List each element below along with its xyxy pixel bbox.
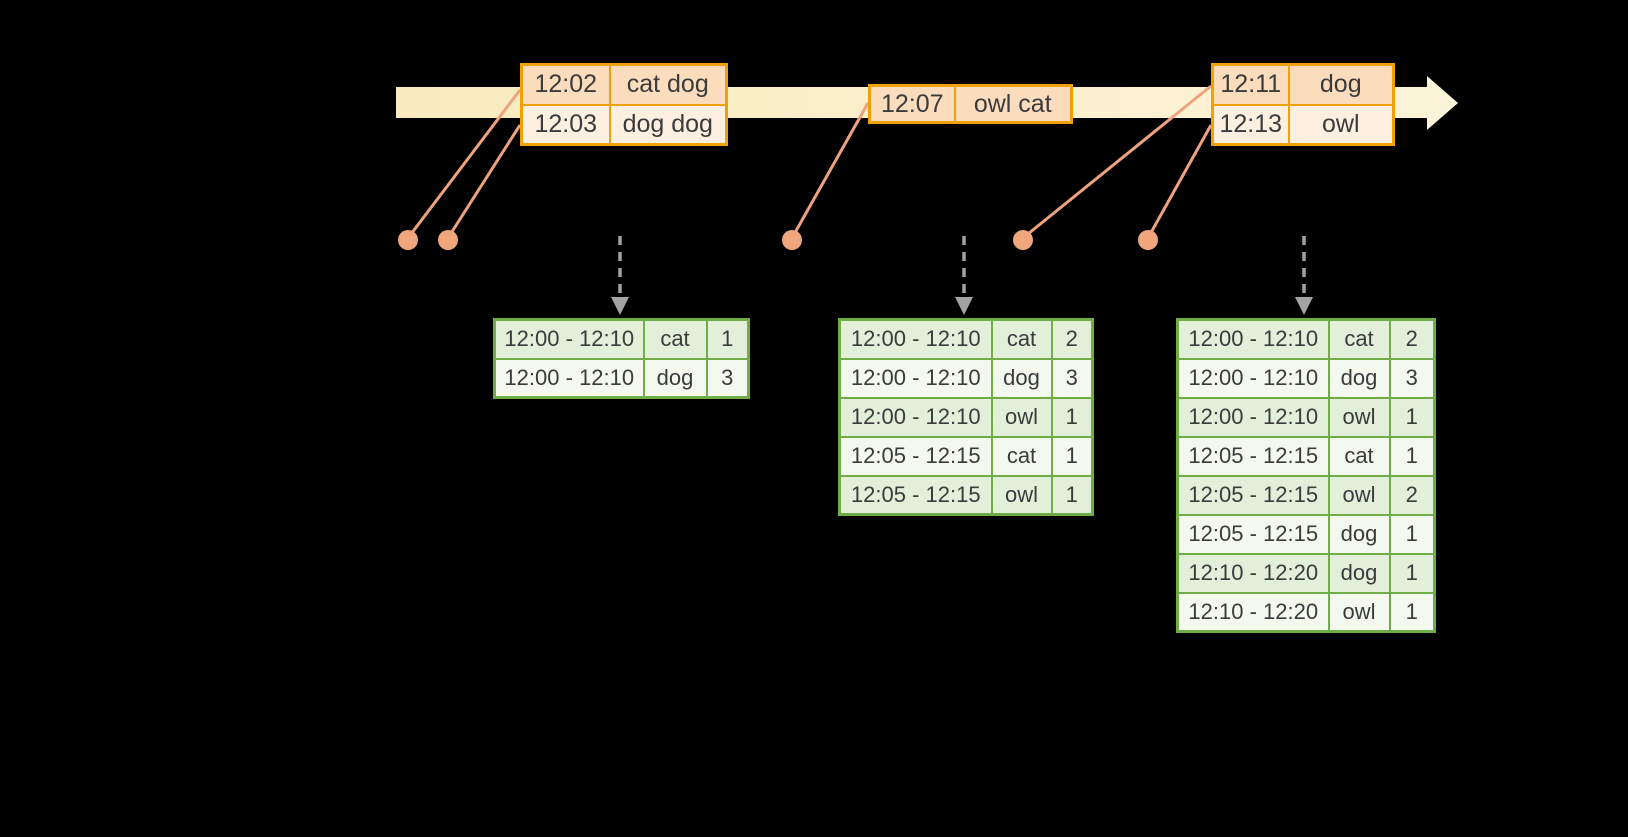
word-cell: cat [990,435,1053,477]
count-cell: 1 [1388,435,1436,477]
result-row: 12:00 - 12:10 dog 3 [493,357,750,399]
word-cell: cat [1327,435,1391,477]
word-cell: cat [642,318,708,360]
count-cell: 1 [1050,396,1094,438]
window-cell: 12:10 - 12:20 [1176,591,1330,633]
word-cell: dog [1327,357,1391,399]
event-row: 12:03 dog dog [520,103,728,146]
count-cell: 2 [1388,318,1436,360]
count-cell: 3 [1050,357,1094,399]
event-words-cell: dog dog [608,103,728,146]
event-connector-line [406,89,522,239]
result-row: 12:00 - 12:10 cat 1 [493,318,750,360]
window-cell: 12:00 - 12:10 [493,357,645,399]
trigger-arrow [1295,236,1313,315]
trigger-arrow [955,236,973,315]
count-cell: 3 [1388,357,1436,399]
count-cell: 1 [1388,513,1436,555]
word-cell: dog [990,357,1053,399]
event-table-3: 12:11 dog 12:13 owl [1211,63,1395,146]
window-cell: 12:00 - 12:10 [838,318,993,360]
count-cell: 1 [705,318,750,360]
event-row: 12:02 cat dog [520,63,728,106]
event-time-dot [782,230,802,250]
event-time-dot [438,230,458,250]
event-connector-line [1146,124,1213,239]
event-time-dot [398,230,418,250]
event-time-dot [1138,230,1158,250]
window-cell: 12:10 - 12:20 [1176,552,1330,594]
event-connector-line [1022,84,1212,240]
word-cell: owl [1327,396,1391,438]
event-table-2: 12:07 owl cat [868,84,1073,124]
event-words-cell: cat dog [608,63,728,106]
count-cell: 1 [1388,552,1436,594]
window-cell: 12:05 - 12:15 [1176,513,1330,555]
window-cell: 12:00 - 12:10 [1176,318,1330,360]
result-row: 12:00 - 12:10 dog 3 [838,357,1094,399]
event-time-cell: 12:07 [868,84,956,124]
result-row: 12:10 - 12:20 owl 1 [1176,591,1436,633]
result-row: 12:05 - 12:15 owl 2 [1176,474,1436,516]
event-time-cell: 12:02 [520,63,611,106]
event-time-cell: 12:13 [1211,103,1290,146]
result-row: 12:05 - 12:15 cat 1 [838,435,1094,477]
event-words-cell: owl cat [953,84,1073,124]
count-cell: 1 [1050,474,1094,516]
count-cell: 3 [705,357,750,399]
result-row: 12:00 - 12:10 cat 2 [1176,318,1436,360]
trigger-arrow-head-icon [1295,297,1313,315]
word-cell: dog [1327,552,1391,594]
result-row: 12:10 - 12:20 dog 1 [1176,552,1436,594]
event-row: 12:11 dog [1211,63,1395,106]
window-cell: 12:05 - 12:15 [838,435,993,477]
window-cell: 12:05 - 12:15 [838,474,993,516]
count-cell: 1 [1050,435,1094,477]
word-cell: cat [1327,318,1391,360]
count-cell: 1 [1388,591,1436,633]
result-row: 12:00 - 12:10 dog 3 [1176,357,1436,399]
event-table-1: 12:02 cat dog 12:03 dog dog [520,63,728,146]
window-cell: 12:00 - 12:10 [1176,357,1330,399]
event-connector-line [790,102,870,239]
event-time-dot [1013,230,1033,250]
window-cell: 12:00 - 12:10 [838,357,993,399]
result-row: 12:00 - 12:10 cat 2 [838,318,1094,360]
result-table-3: 12:00 - 12:10 cat 2 12:00 - 12:10 dog 3 … [1176,318,1436,633]
count-cell: 2 [1388,474,1436,516]
event-time-cell: 12:03 [520,103,611,146]
result-row: 12:05 - 12:15 owl 1 [838,474,1094,516]
event-time-cell: 12:11 [1211,63,1290,106]
result-row: 12:05 - 12:15 cat 1 [1176,435,1436,477]
word-cell: dog [1327,513,1391,555]
window-cell: 12:00 - 12:10 [493,318,645,360]
event-words-cell: owl [1287,103,1395,146]
word-cell: dog [642,357,708,399]
result-row: 12:05 - 12:15 dog 1 [1176,513,1436,555]
event-row: 12:13 owl [1211,103,1395,146]
window-cell: 12:05 - 12:15 [1176,474,1330,516]
result-table-2: 12:00 - 12:10 cat 2 12:00 - 12:10 dog 3 … [838,318,1094,516]
result-row: 12:00 - 12:10 owl 1 [838,396,1094,438]
window-cell: 12:00 - 12:10 [838,396,993,438]
window-cell: 12:00 - 12:10 [1176,396,1330,438]
result-table-1: 12:00 - 12:10 cat 1 12:00 - 12:10 dog 3 [493,318,750,399]
trigger-arrow-head-icon [611,297,629,315]
word-cell: cat [990,318,1053,360]
word-cell: owl [1327,474,1391,516]
word-cell: owl [990,474,1053,516]
count-cell: 2 [1050,318,1094,360]
event-connector-line [446,124,522,239]
trigger-arrow-head-icon [955,297,973,315]
result-row: 12:00 - 12:10 owl 1 [1176,396,1436,438]
trigger-arrow [611,236,629,315]
event-words-cell: dog [1287,63,1395,106]
count-cell: 1 [1388,396,1436,438]
word-cell: owl [990,396,1053,438]
event-row: 12:07 owl cat [868,84,1073,124]
window-cell: 12:05 - 12:15 [1176,435,1330,477]
timeline-arrowhead-icon [1427,76,1458,130]
word-cell: owl [1327,591,1391,633]
